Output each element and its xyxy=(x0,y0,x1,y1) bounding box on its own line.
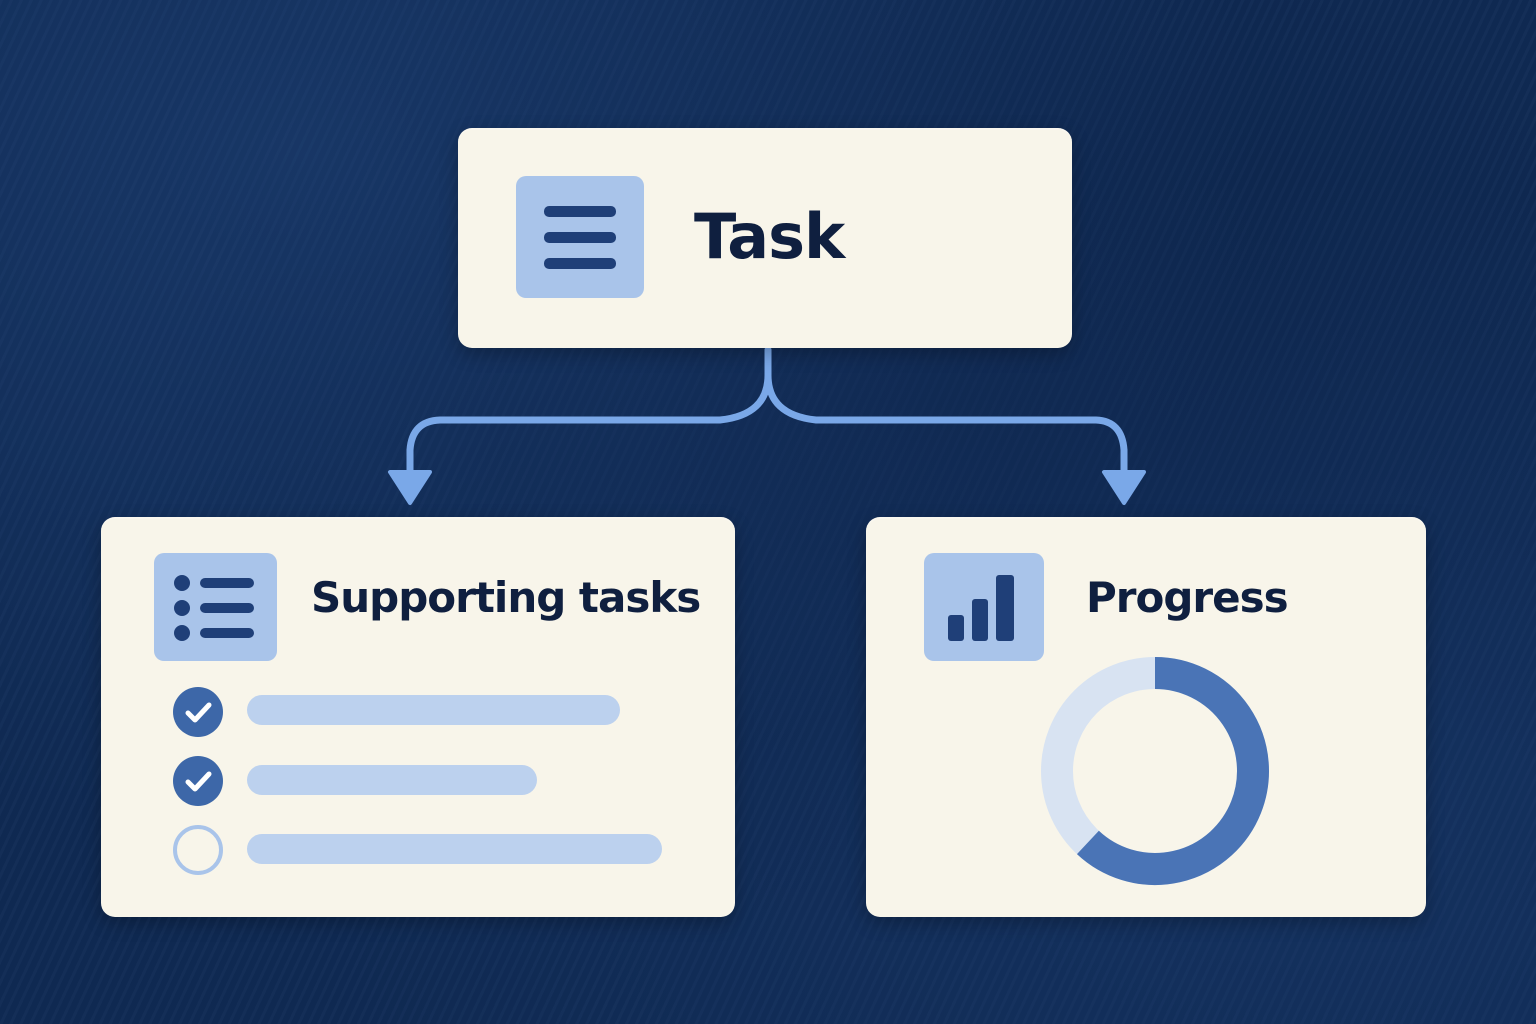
unchecked-circle-icon[interactable] xyxy=(173,825,223,875)
checked-circle-icon[interactable] xyxy=(173,687,223,737)
arrowhead-right xyxy=(1102,470,1146,505)
progress-donut xyxy=(1041,657,1269,885)
task-card: Task xyxy=(458,128,1072,348)
progress-title: Progress xyxy=(1086,573,1289,622)
progress-card: Progress xyxy=(866,517,1426,917)
menu-icon xyxy=(516,176,644,298)
connector-right xyxy=(764,346,1128,482)
donut-progress-arc xyxy=(1076,657,1269,885)
supporting-tasks-card: Supporting tasks xyxy=(101,517,735,917)
bar-chart-icon xyxy=(924,553,1044,661)
checked-circle-icon[interactable] xyxy=(173,756,223,806)
task-item-placeholder-bar xyxy=(247,834,662,864)
task-title: Task xyxy=(694,200,845,273)
list-icon xyxy=(154,553,277,661)
task-item-placeholder-bar xyxy=(247,695,620,725)
supporting-tasks-title: Supporting tasks xyxy=(311,573,701,622)
arrowhead-left xyxy=(388,470,432,505)
connector-left xyxy=(406,346,772,482)
task-item-placeholder-bar xyxy=(247,765,537,795)
